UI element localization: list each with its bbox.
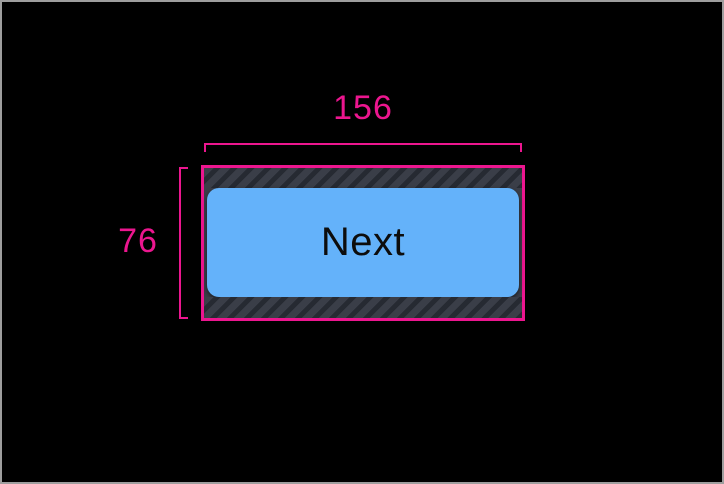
height-measure-bracket (179, 167, 188, 319)
padding-hatch-bottom (204, 297, 522, 318)
width-dimension-label: 156 (333, 89, 393, 127)
width-measure-bracket (204, 143, 522, 152)
height-dimension-label: 76 (118, 222, 158, 260)
inspector-selection-box: Next (201, 165, 525, 321)
next-button[interactable]: Next (207, 188, 519, 297)
padding-hatch-top (204, 168, 522, 188)
next-button-label: Next (320, 220, 406, 264)
